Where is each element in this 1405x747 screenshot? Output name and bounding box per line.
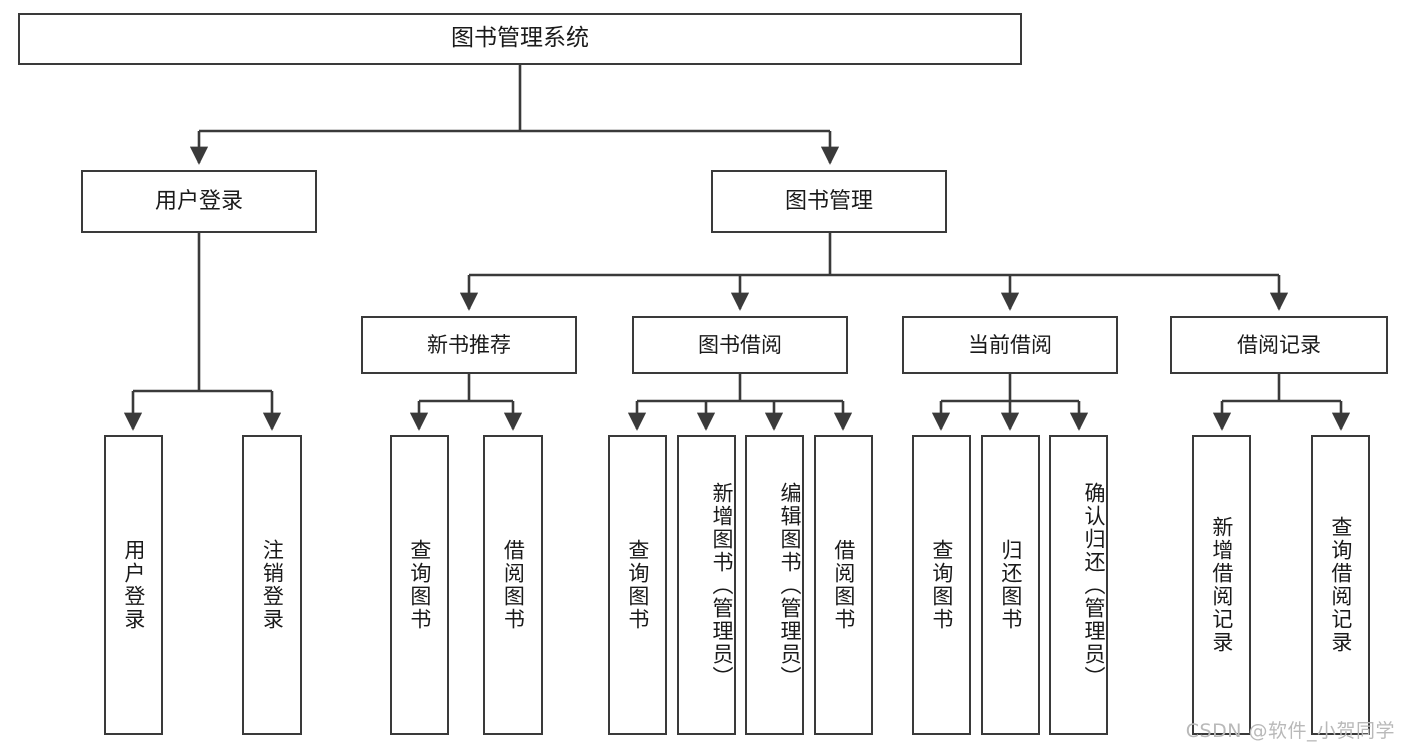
leaf-add-borrow-record[interactable]: 新增借阅记录 [1192,435,1251,735]
leaf-user-login[interactable]: 用户登录 [104,435,163,735]
leaf-borrow-book-recommend[interactable]: 借阅图书 [483,435,543,735]
node-label: 编辑图书（管理员） [778,481,802,689]
node-label: 查询图书 [407,539,432,631]
leaf-query-book-borrow[interactable]: 查询图书 [608,435,667,735]
leaf-logout[interactable]: 注销登录 [242,435,302,735]
node-book-management[interactable]: 图书管理 [711,170,947,233]
csdn-watermark: CSDN @软件_小贺同学 [1185,720,1395,742]
leaf-query-borrow-record[interactable]: 查询借阅记录 [1311,435,1370,735]
node-label: 确认归还（管理员） [1082,481,1106,689]
node-user-login[interactable]: 用户登录 [81,170,317,233]
node-label: 查询图书 [929,539,954,631]
node-current-borrow[interactable]: 当前借阅 [902,316,1118,374]
leaf-return-book[interactable]: 归还图书 [981,435,1040,735]
node-label: 图书借阅 [698,332,782,357]
node-root-book-management-system[interactable]: 图书管理系统 [18,13,1022,65]
node-label: 归还图书 [998,539,1023,631]
leaf-borrow-book[interactable]: 借阅图书 [814,435,873,735]
node-label: 新增图书（管理员） [710,481,734,689]
leaf-query-book-recommend[interactable]: 查询图书 [390,435,449,735]
node-label: 借阅图书 [501,539,526,631]
leaf-add-book-admin[interactable]: 新增图书（管理员） [677,435,736,735]
leaf-confirm-return-admin[interactable]: 确认归还（管理员） [1049,435,1108,735]
node-label: 图书管理系统 [451,25,589,52]
node-label: 注销登录 [260,539,285,631]
node-label: 用户登录 [121,539,146,631]
node-label: 查询图书 [625,539,650,631]
node-label: 图书管理 [784,188,873,214]
node-new-book-recommend[interactable]: 新书推荐 [361,316,577,374]
node-borrow-record[interactable]: 借阅记录 [1170,316,1388,374]
leaf-edit-book-admin[interactable]: 编辑图书（管理员） [745,435,804,735]
node-label: 借阅记录 [1237,332,1321,357]
node-label: 用户登录 [154,188,243,214]
node-label: 查询借阅记录 [1328,516,1353,654]
leaf-query-book-current[interactable]: 查询图书 [912,435,971,735]
node-label: 当前借阅 [968,332,1052,357]
node-label: 新书推荐 [427,332,511,357]
node-label: 新增借阅记录 [1209,516,1234,654]
node-book-borrow[interactable]: 图书借阅 [632,316,848,374]
node-label: 借阅图书 [831,539,856,631]
